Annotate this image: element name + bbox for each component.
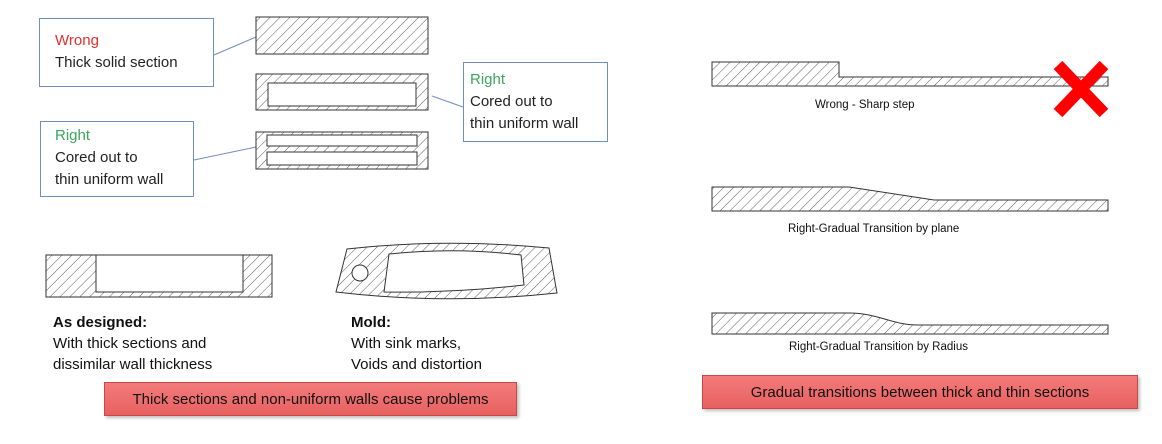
- sharp-step-part: [711, 61, 1109, 87]
- void-circle: [351, 264, 369, 282]
- caption-mold-title: Mold:: [351, 314, 391, 331]
- callout-right-1-line1: Cored out to: [470, 93, 553, 110]
- banner-right: Gradual transitions between thick and th…: [702, 375, 1138, 409]
- callout-right-1-line2: thin uniform wall: [470, 115, 579, 132]
- callout-right-2-label: Right: [55, 127, 91, 144]
- label-sharp-step: Wrong - Sharp step: [815, 99, 915, 111]
- leader-line-right-1: [431, 95, 464, 108]
- caption-as-designed-title: As designed:: [53, 314, 148, 331]
- plane-transition-part: [711, 186, 1109, 212]
- caption-mold-line2: Voids and distortion: [351, 356, 482, 373]
- cored-section-1: [255, 73, 429, 111]
- cored-section-2: [255, 131, 429, 170]
- callout-wrong-solid: Wrong Thick solid section: [39, 18, 214, 87]
- mold-distorted-part: [335, 242, 558, 300]
- caption-as-designed-line2: dissimilar wall thickness: [53, 356, 213, 373]
- caption-as-designed-line1: With thick sections and: [53, 335, 207, 352]
- callout-wrong-text: Thick solid section: [55, 54, 178, 71]
- leader-line-wrong: [213, 36, 257, 56]
- callout-right-2-line2: thin uniform wall: [55, 171, 164, 188]
- callout-wrong-label: Wrong: [55, 32, 99, 49]
- radius-transition-part: [711, 312, 1109, 335]
- leader-line-right-2: [193, 146, 257, 161]
- label-plane-transition: Right-Gradual Transition by plane: [788, 223, 960, 235]
- label-radius-transition: Right-Gradual Transition by Radius: [789, 341, 968, 353]
- callout-right-cored-1: Right Cored out to thin uniform wall: [463, 62, 608, 142]
- solid-section: [255, 16, 429, 55]
- caption-as-designed: As designed: With thick sections and dis…: [53, 312, 212, 375]
- red-x-icon: [1053, 60, 1109, 118]
- caption-mold-line1: With sink marks,: [351, 335, 462, 352]
- banner-left: Thick sections and non-uniform walls cau…: [104, 382, 517, 416]
- callout-right-1-label: Right: [470, 71, 506, 88]
- callout-right-2-line1: Cored out to: [55, 149, 138, 166]
- as-designed-part: [45, 254, 273, 298]
- caption-mold: Mold: With sink marks, Voids and distort…: [351, 312, 482, 375]
- callout-right-cored-2: Right Cored out to thin uniform wall: [40, 121, 194, 197]
